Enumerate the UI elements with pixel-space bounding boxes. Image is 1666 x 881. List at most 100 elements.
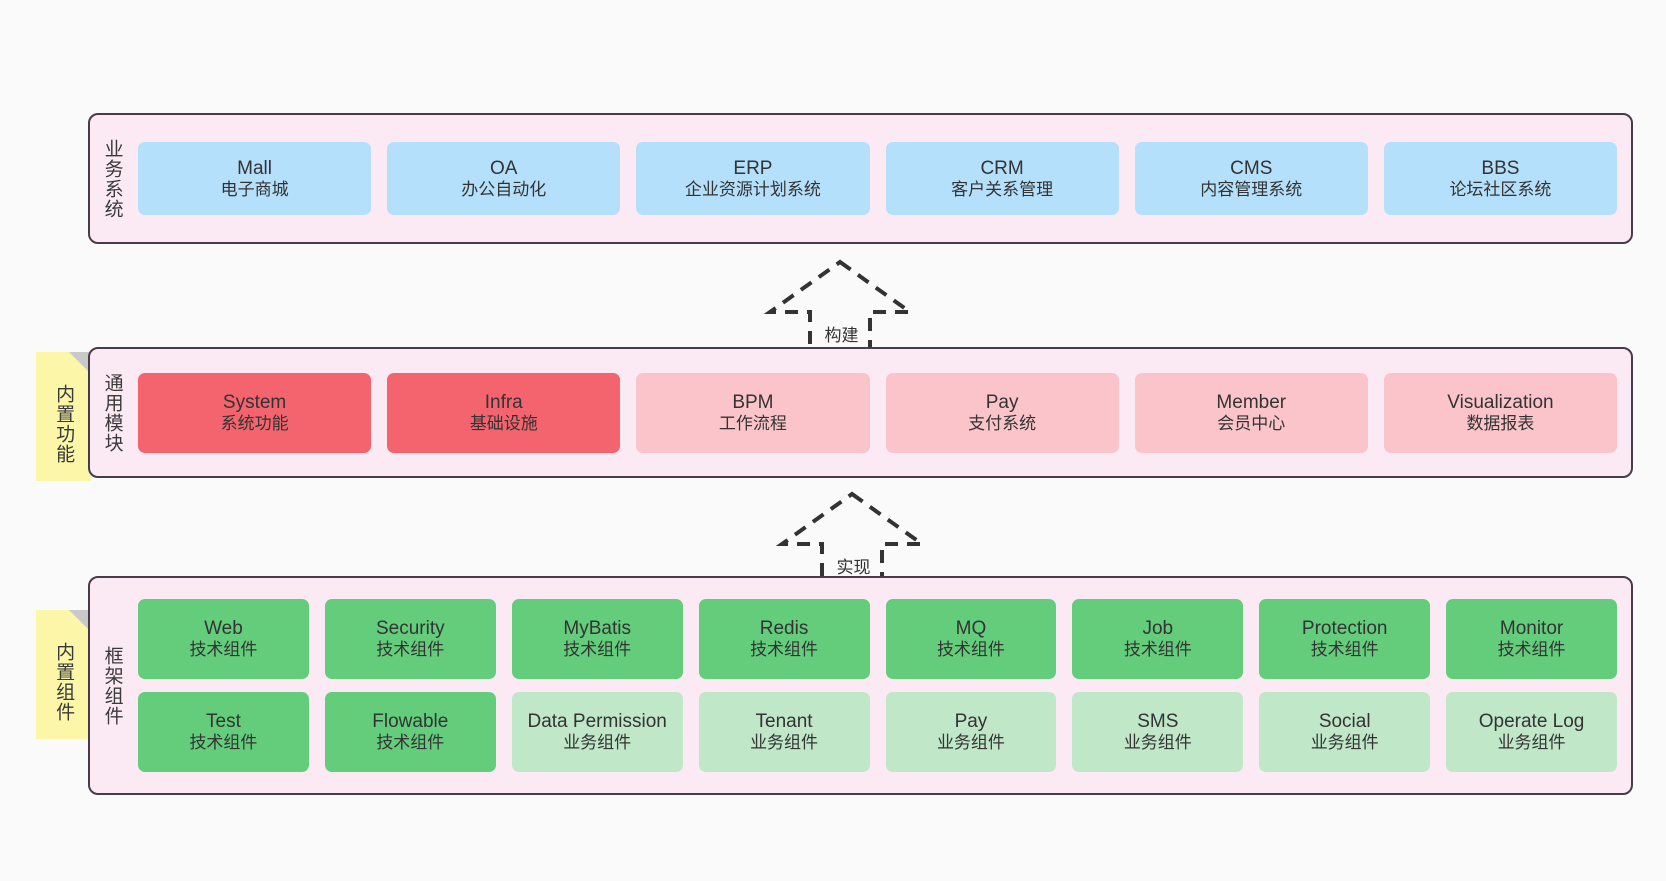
node-subtitle: 基础设施 <box>469 413 538 433</box>
node-title: Data Permission <box>527 711 667 733</box>
layer-framework-component: 框架组件 Web 技术组件 Security 技术组件 MyBatis 技术组件… <box>88 576 1633 795</box>
node-title: CMS <box>1230 157 1273 179</box>
node-visualization[interactable]: Visualization 数据报表 <box>1383 372 1618 453</box>
node-social[interactable]: Social 业务组件 <box>1259 692 1431 772</box>
node-title: Security <box>375 618 445 640</box>
node-tenant[interactable]: Tenant 业务组件 <box>698 692 870 772</box>
node-title: Visualization <box>1447 391 1554 413</box>
layer-business-system: 业务系统 Mall 电子商城 OA 办公自动化 ERP 企业资源计划系统 CRM… <box>88 113 1633 244</box>
node-title: Monitor <box>1499 618 1564 640</box>
node-title: Pay <box>985 391 1019 413</box>
node-bbs[interactable]: BBS 论坛社区系统 <box>1383 142 1618 215</box>
node-subtitle: 业务组件 <box>750 733 819 753</box>
node-subtitle: 内容管理系统 <box>1200 179 1303 199</box>
node-subtitle: 论坛社区系统 <box>1449 179 1552 199</box>
node-title: SMS <box>1137 711 1179 733</box>
node-subtitle: 业务组件 <box>563 733 632 753</box>
node-subtitle: 系统功能 <box>220 413 289 433</box>
node-subtitle: 支付系统 <box>968 413 1037 433</box>
node-web[interactable]: Web 技术组件 <box>138 599 309 679</box>
node-infra[interactable]: Infra 基础设施 <box>387 372 621 453</box>
node-cms[interactable]: CMS 内容管理系统 <box>1134 142 1368 215</box>
layer-label-business-system: 业务系统 <box>101 138 123 219</box>
node-title: Web <box>204 618 243 640</box>
note-label: 内置功能 <box>53 383 75 464</box>
node-subtitle: 技术组件 <box>1497 640 1566 660</box>
node-title: Flowable <box>372 711 449 733</box>
node-title: ERP <box>733 157 773 179</box>
node-job[interactable]: Job 技术组件 <box>1072 599 1244 679</box>
node-title: Job <box>1142 618 1174 640</box>
node-title: System <box>222 391 287 413</box>
node-crm[interactable]: CRM 客户关系管理 <box>885 142 1119 215</box>
node-subtitle: 技术组件 <box>376 640 445 660</box>
node-redis[interactable]: Redis 技术组件 <box>698 599 870 679</box>
node-sms[interactable]: SMS 业务组件 <box>1072 692 1244 772</box>
node-subtitle: 技术组件 <box>189 640 258 660</box>
node-operate-log[interactable]: Operate Log 业务组件 <box>1446 692 1617 772</box>
node-title: Operate Log <box>1478 711 1585 733</box>
node-subtitle: 技术组件 <box>189 733 258 753</box>
node-subtitle: 企业资源计划系统 <box>684 179 821 199</box>
node-title: BPM <box>732 391 774 413</box>
node-row: Web 技术组件 Security 技术组件 MyBatis 技术组件 Redi… <box>138 599 1617 679</box>
node-system[interactable]: System 系统功能 <box>138 372 372 453</box>
node-row: System 系统功能 Infra 基础设施 BPM 工作流程 Pay 支付系统… <box>138 372 1618 453</box>
node-subtitle: 工作流程 <box>718 413 787 433</box>
node-title: BBS <box>1481 157 1520 179</box>
layer-label-framework-component: 框架组件 <box>101 645 123 726</box>
layer-body-common-module: System 系统功能 Infra 基础设施 BPM 工作流程 Pay 支付系统… <box>134 349 1631 476</box>
node-subtitle: 业务组件 <box>1123 733 1192 753</box>
layer-body-business-system: Mall 电子商城 OA 办公自动化 ERP 企业资源计划系统 CRM 客户关系… <box>134 115 1631 242</box>
node-title: Redis <box>759 618 809 640</box>
node-subtitle: 客户关系管理 <box>951 179 1054 199</box>
node-title: Pay <box>954 711 988 733</box>
node-title: Protection <box>1301 618 1388 640</box>
node-pay-module[interactable]: Pay 支付系统 <box>885 372 1119 453</box>
layer-common-module: 通用模块 System 系统功能 Infra 基础设施 BPM 工作流程 Pay… <box>88 347 1633 478</box>
layer-body-framework-component: Web 技术组件 Security 技术组件 MyBatis 技术组件 Redi… <box>134 578 1631 793</box>
node-monitor[interactable]: Monitor 技术组件 <box>1446 599 1617 679</box>
node-subtitle: 电子商城 <box>220 179 289 199</box>
node-subtitle: 数据报表 <box>1466 413 1535 433</box>
connector-realize-label: 实现 <box>834 553 873 578</box>
node-bpm[interactable]: BPM 工作流程 <box>636 372 870 453</box>
node-data-permission[interactable]: Data Permission 业务组件 <box>511 692 683 772</box>
node-title: CRM <box>980 157 1024 179</box>
node-title: Social <box>1318 711 1371 733</box>
node-subtitle: 技术组件 <box>750 640 819 660</box>
node-row: Mall 电子商城 OA 办公自动化 ERP 企业资源计划系统 CRM 客户关系… <box>138 142 1618 215</box>
node-title: Infra <box>484 391 523 413</box>
node-subtitle: 业务组件 <box>1497 733 1566 753</box>
node-title: MQ <box>955 618 987 640</box>
node-protection[interactable]: Protection 技术组件 <box>1259 599 1431 679</box>
node-row: Test 技术组件 Flowable 技术组件 Data Permission … <box>138 692 1617 772</box>
node-subtitle: 办公自动化 <box>461 179 547 199</box>
node-mq[interactable]: MQ 技术组件 <box>885 599 1057 679</box>
node-title: Tenant <box>755 711 813 733</box>
node-subtitle: 业务组件 <box>936 733 1005 753</box>
node-subtitle: 技术组件 <box>563 640 632 660</box>
connector-build-label: 构建 <box>822 321 861 346</box>
node-subtitle: 会员中心 <box>1217 413 1286 433</box>
node-subtitle: 业务组件 <box>1310 733 1379 753</box>
node-oa[interactable]: OA 办公自动化 <box>387 142 621 215</box>
node-subtitle: 技术组件 <box>376 733 445 753</box>
note-builtin-component: 内置组件 <box>36 610 91 739</box>
node-title: OA <box>490 157 518 179</box>
node-mall[interactable]: Mall 电子商城 <box>138 142 372 215</box>
node-security[interactable]: Security 技术组件 <box>324 599 496 679</box>
node-title: Member <box>1216 391 1287 413</box>
node-subtitle: 技术组件 <box>1123 640 1192 660</box>
node-member[interactable]: Member 会员中心 <box>1134 372 1368 453</box>
node-title: Mall <box>237 157 272 179</box>
node-subtitle: 技术组件 <box>936 640 1005 660</box>
node-title: MyBatis <box>563 618 631 640</box>
note-label: 内置组件 <box>53 641 75 722</box>
node-flowable[interactable]: Flowable 技术组件 <box>324 692 496 772</box>
node-erp[interactable]: ERP 企业资源计划系统 <box>636 142 870 215</box>
node-test[interactable]: Test 技术组件 <box>138 692 309 772</box>
node-pay-component[interactable]: Pay 业务组件 <box>885 692 1057 772</box>
node-mybatis[interactable]: MyBatis 技术组件 <box>511 599 683 679</box>
